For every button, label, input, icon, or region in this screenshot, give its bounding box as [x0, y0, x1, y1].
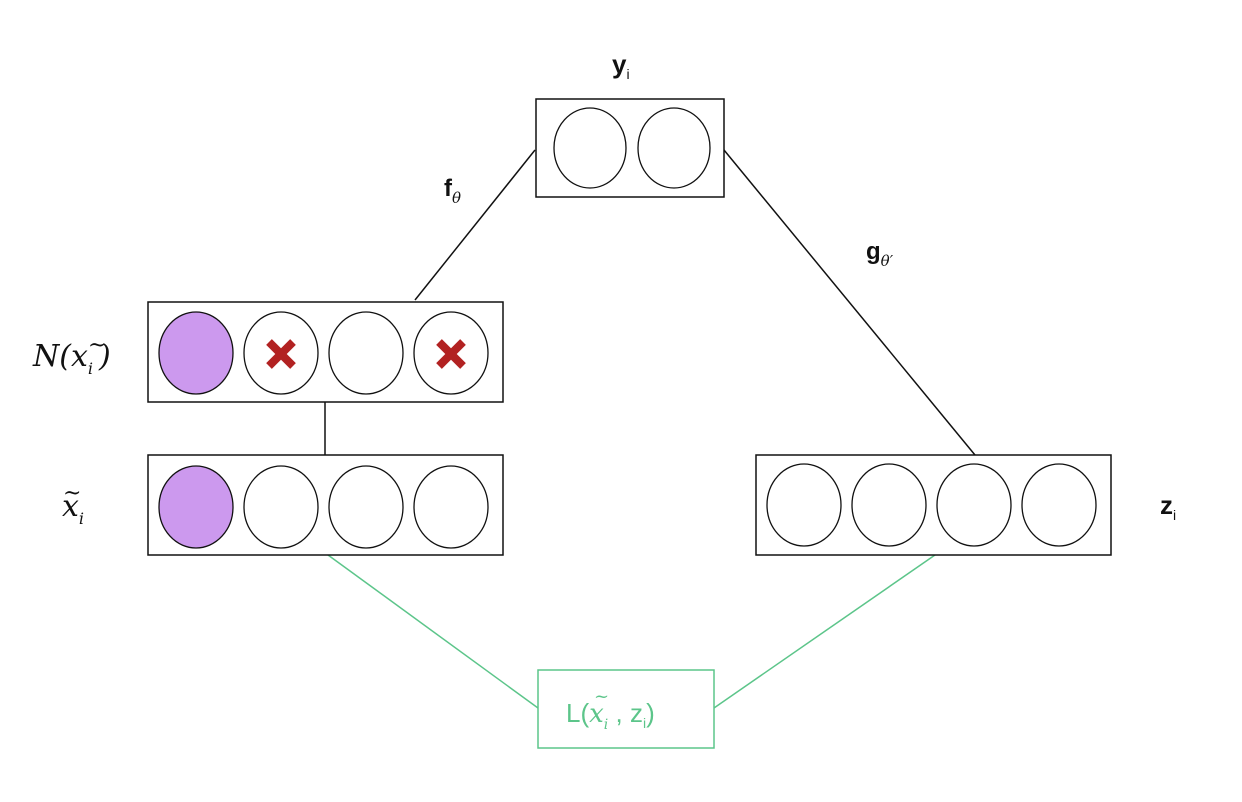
loss-edge-left	[327, 554, 539, 709]
corrupted-input-label: N(xi)	[32, 339, 111, 378]
encoder-edge-line	[414, 149, 536, 301]
output-layer-z	[755, 454, 1112, 556]
unit-circle	[766, 463, 842, 547]
unit-circle	[637, 107, 711, 189]
unit-circle	[243, 465, 319, 549]
tilde-mark: ~	[63, 481, 81, 506]
loss-label: L(xi , zi)	[566, 698, 655, 733]
unit-circle-filled	[158, 465, 234, 549]
tilde-mark: ~	[88, 333, 106, 358]
cross-icon	[436, 339, 466, 369]
unit-circle-filled	[158, 311, 234, 395]
tilde-mark: ~	[594, 686, 609, 707]
input-label: xi	[62, 489, 84, 528]
unit-circle	[1021, 463, 1097, 547]
decoder-edge-line	[723, 149, 976, 456]
hidden-layer-label: yi	[612, 49, 630, 82]
unit-circle	[328, 465, 404, 549]
unit-circle	[553, 107, 627, 189]
input-layer	[147, 454, 504, 556]
cross-icon	[266, 339, 296, 369]
output-layer-label: zi	[1160, 490, 1176, 523]
unit-circle	[851, 463, 927, 547]
decoder-label: gθ′	[866, 238, 894, 270]
encoder-label: fθ	[444, 175, 461, 207]
corrupted-input-layer	[147, 301, 504, 403]
unit-circle	[413, 465, 489, 549]
hidden-layer-y	[535, 98, 725, 198]
unit-circle	[936, 463, 1012, 547]
loss-box: L(xi , zi) ~	[537, 669, 715, 749]
unit-circle	[328, 311, 404, 395]
loss-edge-right	[713, 554, 936, 709]
